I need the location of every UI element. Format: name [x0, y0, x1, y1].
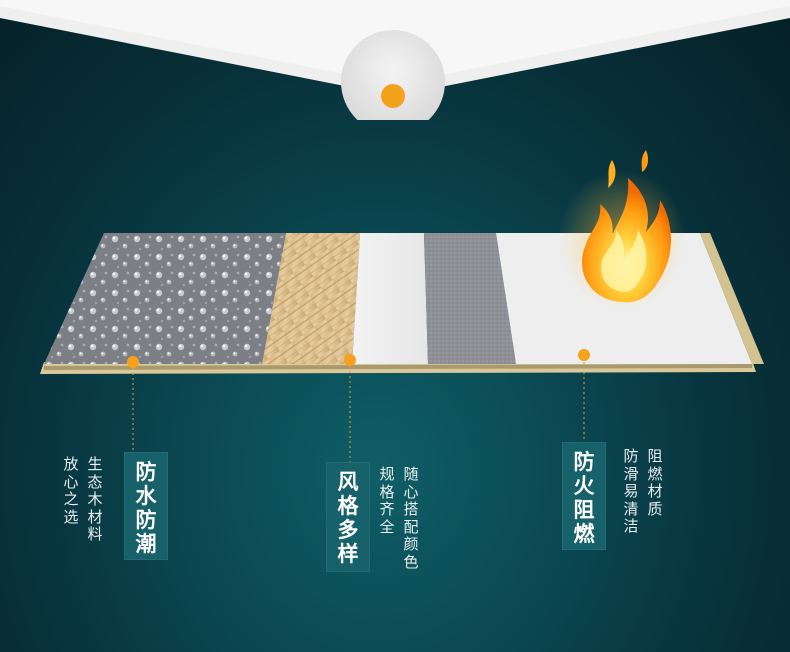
feature-1-desc-col-2: 放心之选	[62, 455, 80, 526]
feature-2-desc-col-2: 规格齐全	[378, 465, 396, 536]
feature-3-badge: 防火阻燃	[562, 442, 606, 550]
feature-1-desc-col-2-text: 放心之选	[63, 455, 79, 526]
feature-3-desc-col-2: 防滑易清洁	[622, 447, 640, 536]
callout-dot-2	[344, 354, 356, 366]
feature-1-desc-col-1-text: 生态木材料	[87, 455, 103, 543]
top-decor	[0, 0, 790, 120]
feature-3-badge-text: 防火阻燃	[573, 450, 595, 546]
wood-grain-section	[262, 233, 360, 364]
feature-1-badge-text: 防水防潮	[135, 460, 157, 556]
white-section	[352, 233, 428, 364]
feature-3-desc-col-1-text: 阻燃材质	[647, 447, 663, 518]
feature-2-desc-col-2-text: 规格齐全	[379, 465, 395, 536]
feature-1-badge: 防水防潮	[124, 452, 168, 560]
water-drop-section	[44, 233, 286, 364]
feature-2-desc-col-1: 随心搭配颜色	[402, 465, 420, 571]
linen-section	[424, 233, 516, 364]
feature-2-badge: 风格多样	[326, 462, 370, 572]
feature-2-desc-col-1-text: 随心搭配颜色	[403, 465, 419, 571]
feature-3-desc-col-2-text: 防滑易清洁	[623, 447, 639, 535]
feature-1-desc-col-1: 生态木材料	[86, 455, 104, 544]
callout-dot-1	[127, 356, 139, 368]
top-orange-dot	[381, 84, 405, 108]
callout-dot-3	[578, 349, 590, 361]
feature-2-badge-text: 风格多样	[337, 470, 359, 566]
center-circle	[341, 30, 445, 120]
feature-3-desc-col-1: 阻燃材质	[646, 447, 664, 518]
